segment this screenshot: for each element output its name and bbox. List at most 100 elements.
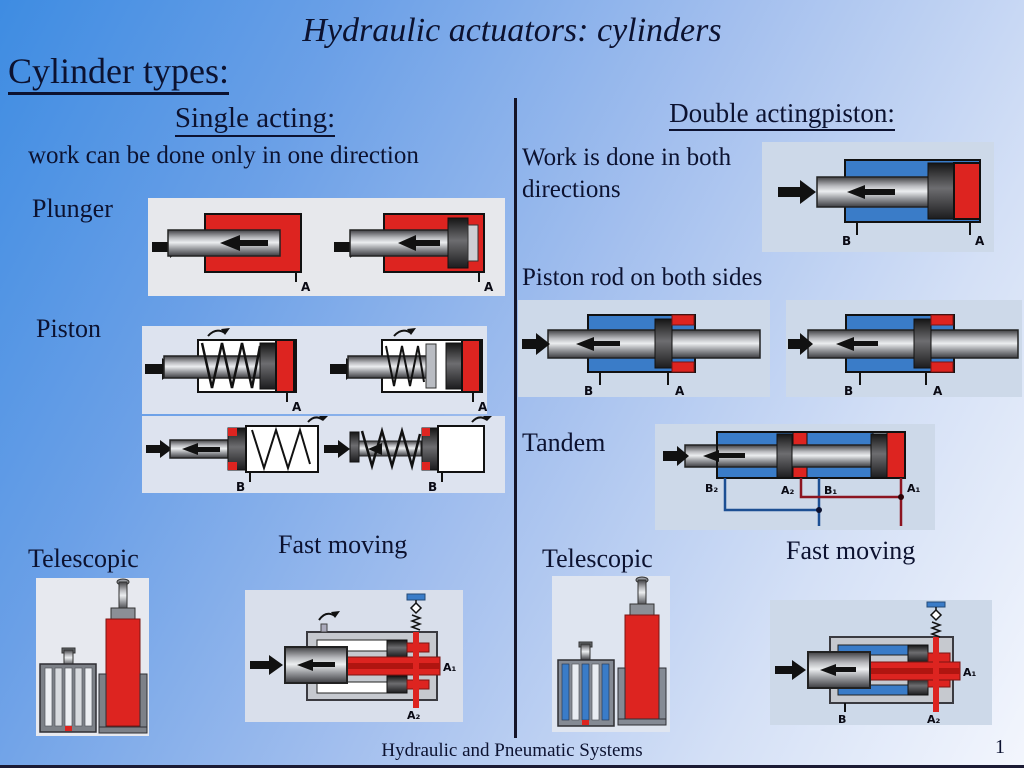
rod-arrow-shaft [594,341,620,346]
fast-moving-cylinder: A₁ A₂ [250,593,457,722]
tube [74,667,83,727]
double-acting-heading: Double actingpiston: [562,98,1002,131]
port-label-a: A [292,400,302,414]
flow-arrow-icon [146,440,172,458]
valve-spring [929,621,943,638]
rod-arrow-icon [182,443,198,455]
port-label-b: B [584,384,593,397]
fast-moving-left-label: Fast moving [278,530,408,559]
end-cap [461,339,481,393]
rod-both-sides-panel-1: B A [518,300,770,397]
tube [84,667,93,727]
piston [654,318,673,369]
flow-arrow-icon [663,446,689,466]
piston [927,162,955,220]
seal [671,314,695,326]
block [907,644,929,663]
double-acting-cylinder: B A [778,159,985,248]
fast-moving-cylinder: B A₂ A₁ [775,601,977,725]
block [907,677,929,696]
vertical-duct [933,637,939,712]
through-rod-cylinder: B A [788,314,1019,397]
piston [913,318,932,369]
tube [54,667,63,727]
pipe-junction [898,494,904,500]
telescopic-right-diagram [552,576,670,732]
telescopic-right-label: Telescopic [542,544,653,573]
flow-arrow-icon [775,660,806,680]
return-spring [251,426,311,472]
piston-diagram-panel-1: A A [142,326,487,414]
tube [601,663,610,721]
gland-ring [447,217,469,269]
vent-arrow-head [331,611,340,618]
double-acting-panel: B A [762,142,994,252]
piston-cylinder-1: A [145,328,302,414]
seal [228,462,237,470]
gland [425,343,437,389]
double-acting-diagram: B A [762,142,994,252]
telescopic-collapsed [39,647,97,733]
telescopic-left-diagram [36,578,149,736]
red-column [624,614,660,721]
single-acting-heading-text: Single acting: [174,102,336,137]
vent-arrow-head [319,416,328,421]
piston-spring-diagram-row2: B B [142,416,505,493]
container-wall [139,673,148,733]
seal [228,428,237,436]
junction-seal [792,431,808,447]
vent-arrow-head [221,328,230,335]
tube [591,663,600,721]
check-valve-icon [409,601,423,615]
rod-arrow-shaft [836,667,856,672]
port-label-a: A [478,400,487,414]
port-label-a: A [484,280,494,294]
tandem-label: Tandem [522,428,606,457]
piston-cylinder-3: B [146,416,328,493]
footer-text: Hydraulic and Pneumatic Systems [381,740,643,761]
tandem-diagram: B₂ A₂ B₁ A₁ [655,424,935,530]
port-label-a1: A₁ [907,482,921,495]
port-label-a1: A₁ [963,666,977,679]
port-label-a: A [933,384,943,397]
fast-moving-left-diagram: A₁ A₂ [245,590,463,722]
external-spring [360,426,422,471]
container-bottom [98,726,148,734]
port-label-b2: B₂ [705,482,718,495]
return-spring [385,345,425,387]
tube [571,663,580,721]
telescopic-left-panel [36,578,149,736]
rod-arrow-icon [820,664,836,676]
rod [637,579,647,607]
rod-arrow-icon [220,235,240,251]
rod-both-sides-diagram-2: B A [786,300,1022,397]
flow-arrow-icon [250,655,283,675]
tandem-cylinder: B₂ A₂ B₁ A₁ [663,431,921,526]
port-label-b: B [842,234,851,248]
tube [581,663,590,721]
rod-arrow-icon [297,659,313,671]
container-wall [658,667,667,725]
port-label-a2: A₂ [927,713,941,725]
piston-diagram-panel-2: B B [142,416,505,493]
piston-cylinder-2: A [330,328,487,414]
pipe-red [799,478,901,499]
rod-arrow-shaft [198,447,220,452]
center-rod [580,643,591,661]
rod-flange [349,431,360,463]
check-valve-icon [929,608,943,622]
port-label-b: B [844,384,853,397]
telescopic-collapsed [557,641,615,727]
end-cap [275,339,295,393]
rod-arrow-icon [398,235,416,251]
rod-arrow-shaft [865,189,895,195]
rod-arrow-icon [576,337,594,351]
rod-arrow-shaft [240,240,268,246]
end-cap [953,162,981,220]
vertical-duct [413,632,419,708]
fast-moving-right-panel: B A₂ A₁ [770,600,992,725]
bottom-border [0,765,1024,768]
slide-title: Hydraulic actuators: cylinders [302,12,722,49]
flow-arrow-icon [778,180,816,204]
block [386,639,408,658]
